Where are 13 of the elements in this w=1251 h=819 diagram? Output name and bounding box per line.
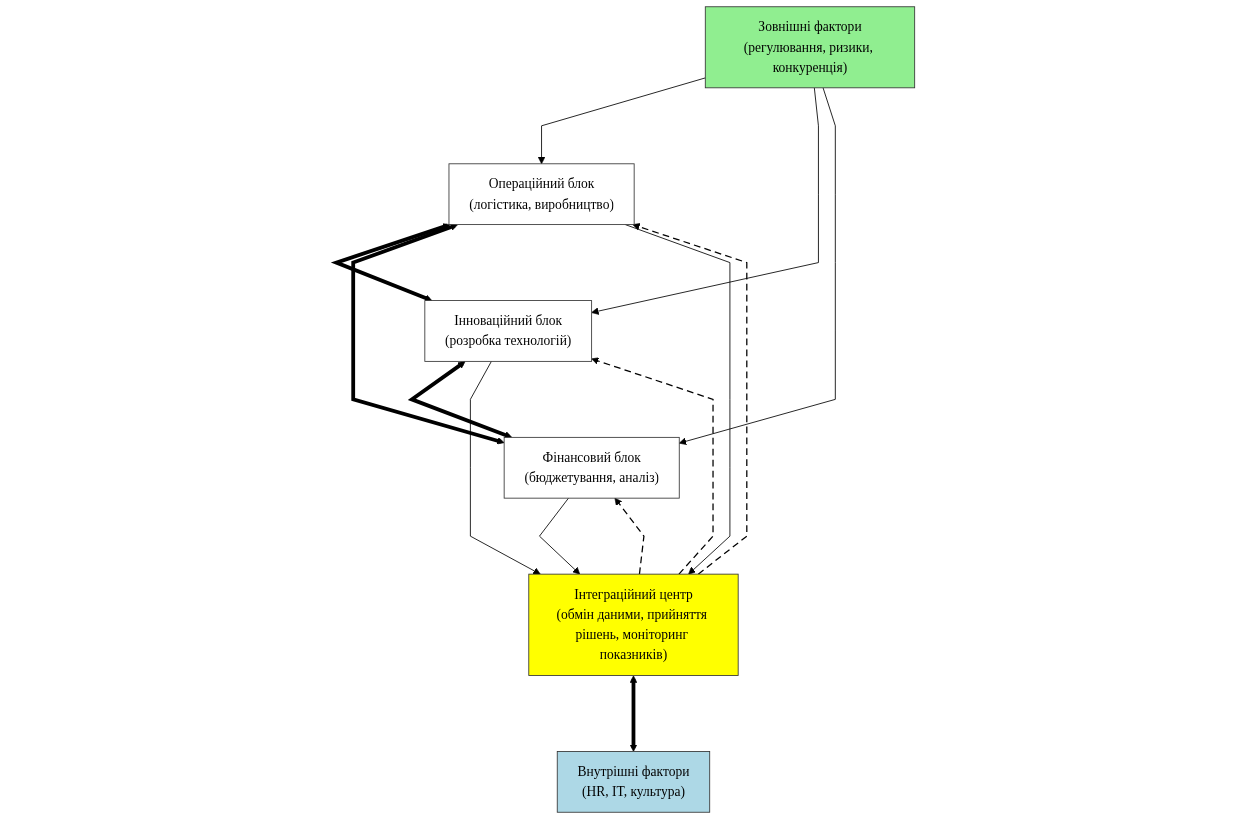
node-box: Зовнішні фактори (регулювання, ризики, конкуренція) <box>704 6 916 89</box>
node-box: Інтеграційний центр (обмін даними, прийняття рішень, моніторинг показників) <box>528 573 739 676</box>
arrow <box>591 357 714 575</box>
arrow <box>632 223 748 575</box>
node-box: Внутрішні фактори (HR, IT, культура) <box>556 751 711 813</box>
arrow <box>629 675 638 752</box>
node-box: Фінансовий блок (бюджетування, аналіз) <box>503 436 680 499</box>
arrow <box>351 223 505 445</box>
arrow <box>614 497 645 575</box>
arrow <box>407 361 513 439</box>
arrow <box>330 223 451 302</box>
node-box: Операційний блок (логістика, виробництво) <box>448 163 635 225</box>
node-box: Інноваційний блок (розробка технологій) <box>424 300 593 362</box>
